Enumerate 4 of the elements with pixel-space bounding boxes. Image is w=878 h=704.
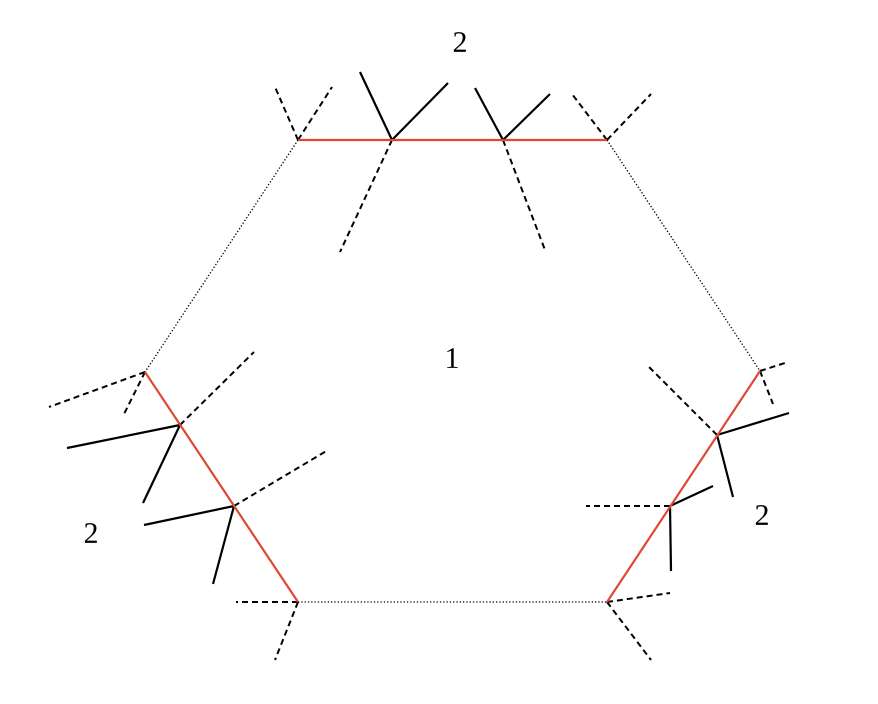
region-number: 2 bbox=[84, 523, 97, 543]
region-number: 2 bbox=[756, 505, 768, 525]
region-number: 1 bbox=[447, 348, 458, 368]
region-number: 2 bbox=[454, 32, 466, 52]
